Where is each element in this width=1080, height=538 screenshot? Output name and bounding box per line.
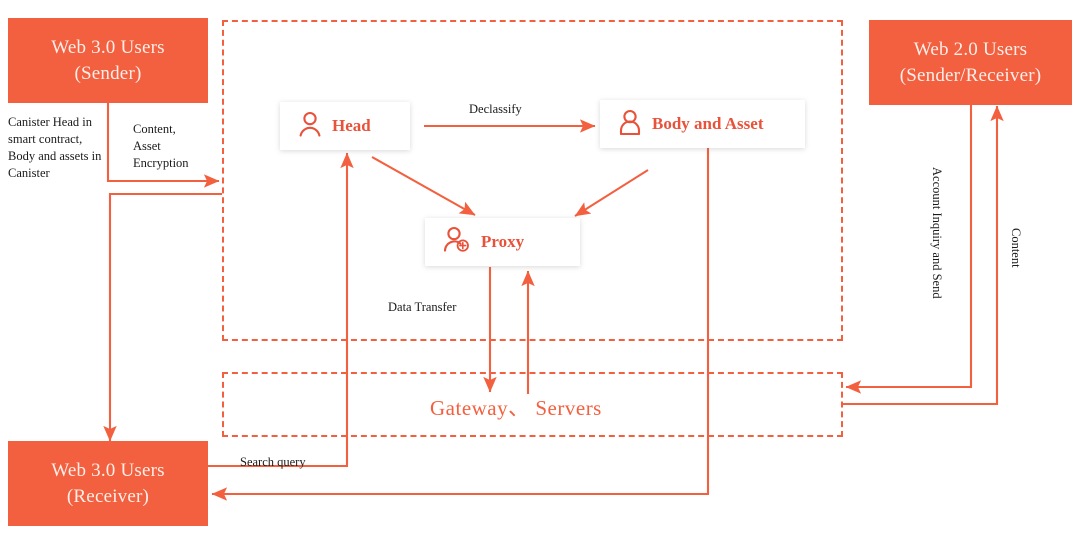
node-head-label: Head — [332, 116, 371, 135]
annotation-canister: Canister Head in smart contract, Body an… — [8, 115, 102, 180]
actor-web3-sender-line2: (Sender) — [74, 62, 142, 84]
node-body-asset[interactable]: Body and Asset — [600, 100, 805, 148]
node-head[interactable]: Head — [280, 102, 410, 150]
annotation-account-inquiry: Account Inquiry and Send — [930, 167, 944, 299]
actor-web3-receiver-line2: (Receiver) — [66, 485, 150, 507]
actor-web3-sender-line1: Web 3.0 Users — [51, 36, 165, 58]
annotation-search-query: Search query — [240, 455, 306, 469]
person-icon — [298, 111, 322, 142]
gateway-zone-title: Gateway、 Servers — [430, 396, 602, 420]
actor-web2-user-line2: (Sender/Receiver) — [899, 64, 1042, 86]
actor-web2-user-line1: Web 2.0 Users — [913, 38, 1028, 60]
annotation-declassify: Declassify — [469, 102, 522, 116]
annotation-content: Content — [1009, 228, 1023, 268]
node-proxy-label: Proxy — [481, 232, 525, 251]
annotation-content-asset-encryption: Content, Asset Encryption — [133, 122, 189, 170]
node-body-asset-label: Body and Asset — [652, 114, 764, 133]
actor-web3-receiver[interactable]: Web 3.0 Users (Receiver) — [8, 441, 208, 526]
actor-web3-receiver-line1: Web 3.0 Users — [51, 459, 165, 481]
node-proxy[interactable]: Proxy — [425, 218, 580, 266]
blockchain-zone — [222, 20, 843, 341]
person-add-icon — [443, 226, 471, 258]
actor-web2-user[interactable]: Web 2.0 Users (Sender/Receiver) — [869, 20, 1072, 105]
person-icon — [618, 109, 642, 140]
annotation-data-transfer: Data Transfer — [388, 300, 457, 314]
actor-web3-sender[interactable]: Web 3.0 Users (Sender) — [8, 18, 208, 103]
